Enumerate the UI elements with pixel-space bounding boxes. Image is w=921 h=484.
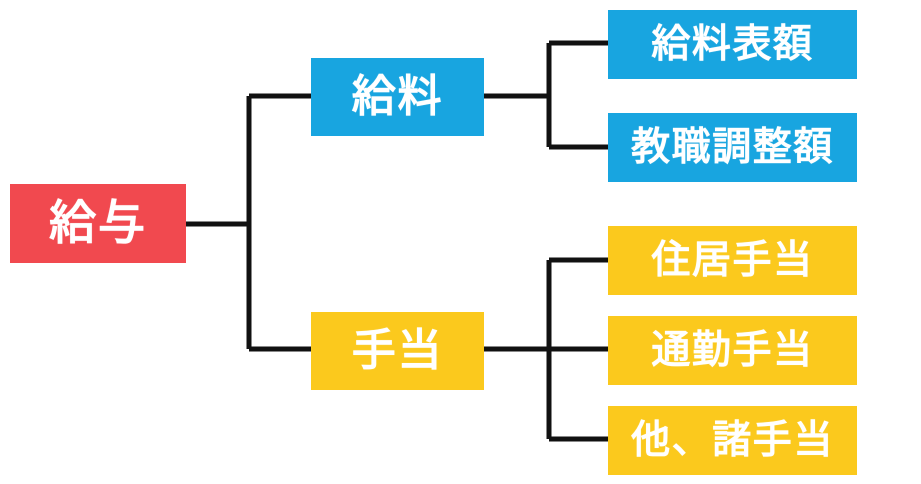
node-root-salary-total[interactable]: 給与 <box>10 184 186 263</box>
node-branch-salary[interactable]: 給料 <box>311 58 484 136</box>
node-leaf-commuting-allowance[interactable]: 通勤手当 <box>608 316 857 385</box>
node-branch-allowance[interactable]: 手当 <box>311 312 484 390</box>
node-leaf-salary-table-amount[interactable]: 給料表額 <box>608 10 857 79</box>
node-leaf-teaching-adjustment-amount[interactable]: 教職調整額 <box>608 113 857 182</box>
node-leaf-housing-allowance[interactable]: 住居手当 <box>608 226 857 295</box>
node-leaf-other-allowances[interactable]: 他、諸手当 <box>608 406 857 475</box>
